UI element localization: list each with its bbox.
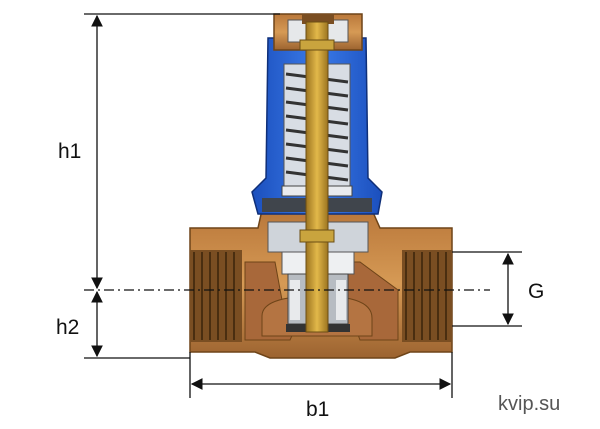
g-label: G (528, 280, 544, 303)
left-thread (190, 250, 242, 342)
dimension-lines (84, 13, 522, 398)
right-thread (402, 250, 452, 342)
b1-label: b1 (306, 398, 329, 421)
watermark: kvip.su (498, 393, 560, 415)
valve-stem (299, 21, 335, 333)
h1-label: h1 (58, 140, 81, 163)
h2-label: h2 (56, 316, 79, 339)
